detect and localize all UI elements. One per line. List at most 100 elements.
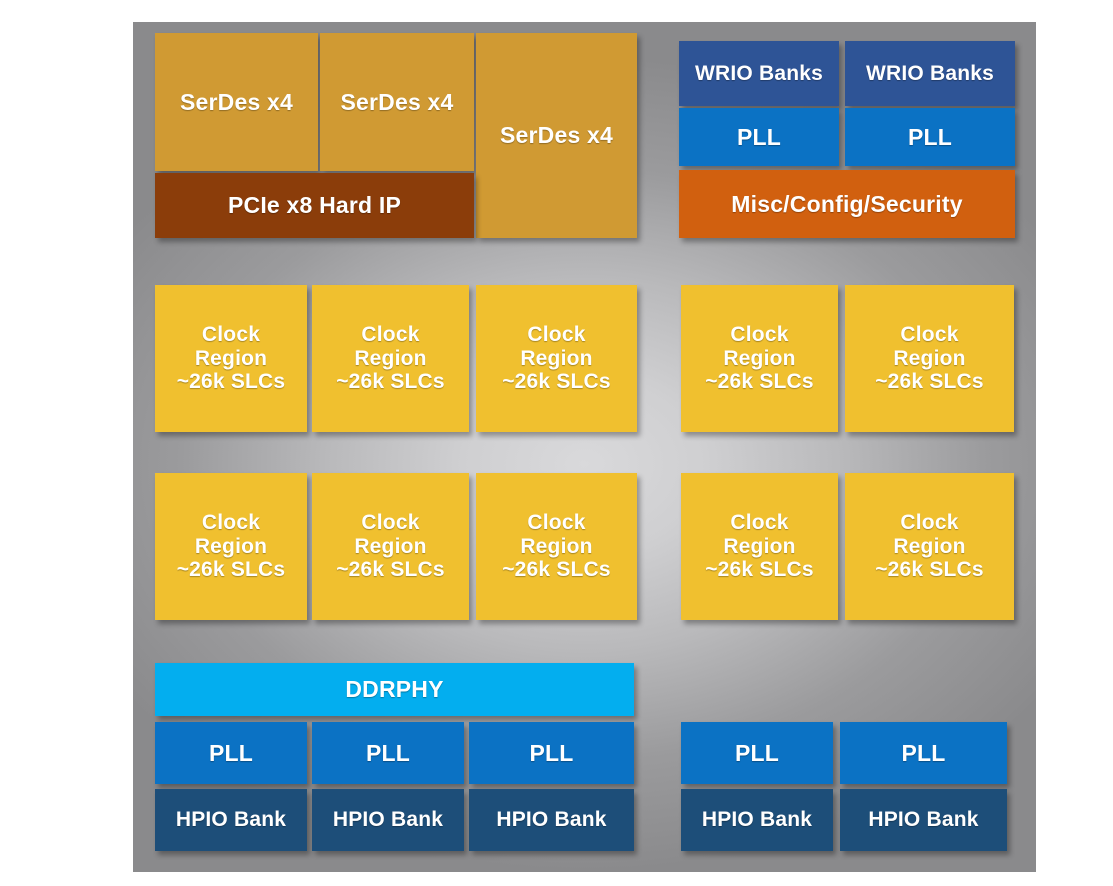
die-block-label-line: Region bbox=[723, 534, 796, 558]
die-block-label-line: ~26k SLCs bbox=[176, 370, 286, 394]
die-block-serdes-2[interactable]: SerDes x4 bbox=[320, 33, 474, 171]
die-block-pll-bl-1[interactable]: PLL bbox=[155, 722, 307, 784]
die-block-label-line: Clock bbox=[361, 510, 420, 534]
die-block-pll-top-2[interactable]: PLL bbox=[845, 108, 1015, 166]
die-block-label: HPIO Bank bbox=[496, 808, 606, 832]
die-block-label: PLL bbox=[366, 740, 410, 766]
die-block-pll-bl-2[interactable]: PLL bbox=[312, 722, 464, 784]
die-block-label-line: WRIO Banks bbox=[694, 61, 824, 85]
die-block-hpio-br-1[interactable]: HPIO Bank bbox=[681, 789, 833, 851]
die-block-label-line: PLL bbox=[365, 739, 411, 766]
die-block-label-line: Region bbox=[520, 534, 593, 558]
die-block-label-line: ~26k SLCs bbox=[176, 558, 286, 582]
die-block-label-line: ~26k SLCs bbox=[336, 558, 445, 582]
die-block-serdes-1[interactable]: SerDes x4 bbox=[155, 33, 318, 171]
die-block-label-line: SerDes x4 bbox=[179, 88, 294, 115]
die-block-label-line: Region bbox=[723, 346, 796, 370]
die-block-label-line: Clock bbox=[900, 510, 959, 534]
die-block-pcie[interactable]: PCIe x8 Hard IP bbox=[155, 173, 474, 238]
die-block-label-line: PCIe x8 Hard IP bbox=[227, 192, 402, 219]
die-block-label-line: Region bbox=[520, 346, 593, 370]
die-block-label: HPIO Bank bbox=[868, 808, 978, 832]
die-block-pll-br-2[interactable]: PLL bbox=[840, 722, 1007, 784]
die-block-wrio-1[interactable]: WRIO Banks bbox=[679, 41, 839, 106]
die-block-hpio-bl-2[interactable]: HPIO Bank bbox=[312, 789, 464, 851]
die-block-label: PLL bbox=[908, 124, 952, 150]
die-block-label: WRIO Banks bbox=[866, 62, 994, 86]
die-block-label-line: Clock bbox=[730, 510, 789, 534]
die-block-label: SerDes x4 bbox=[180, 89, 293, 115]
die-block-label-line: HPIO Bank bbox=[496, 808, 607, 832]
die-block-label-line: ~26k SLCs bbox=[875, 558, 984, 582]
die-block-label-line: DDRPHY bbox=[345, 676, 444, 703]
die-block-label-line: Clock bbox=[201, 322, 261, 346]
die-block-label-line: SerDes x4 bbox=[340, 88, 454, 115]
die-block-label: PLL bbox=[737, 124, 781, 150]
die-block-pll-bl-3[interactable]: PLL bbox=[469, 722, 634, 784]
die-block-label-line: Region bbox=[194, 534, 268, 558]
die-block-label-line: Region bbox=[893, 346, 966, 370]
die-block-hpio-br-2[interactable]: HPIO Bank bbox=[840, 789, 1007, 851]
die-block-label: PLL bbox=[735, 740, 779, 766]
die-block-label: HPIO Bank bbox=[333, 808, 443, 832]
die-block-serdes-3[interactable]: SerDes x4 bbox=[476, 33, 637, 238]
die-block-label-line: Clock bbox=[730, 322, 789, 346]
die-block-label-line: HPIO Bank bbox=[868, 808, 979, 832]
die-block-label-line: Misc/Config/Security bbox=[731, 190, 963, 217]
die-block-label-line: ~26k SLCs bbox=[705, 370, 814, 394]
die-block-label: WRIO Banks bbox=[695, 62, 823, 86]
die-block-label-line: Region bbox=[893, 534, 966, 558]
die-block-label-line: PLL bbox=[907, 123, 953, 150]
die-block-label: PLL bbox=[529, 740, 573, 766]
die-block-label-line: SerDes x4 bbox=[499, 122, 614, 149]
die-block-pll-br-1[interactable]: PLL bbox=[681, 722, 833, 784]
die-block-label: SerDes x4 bbox=[500, 122, 613, 148]
die-block-wrio-2[interactable]: WRIO Banks bbox=[845, 41, 1015, 106]
die-block-label: PLL bbox=[901, 740, 945, 766]
die-block-label-line: ~26k SLCs bbox=[705, 558, 814, 582]
die-block-label-line: PLL bbox=[901, 739, 946, 766]
die-block-label-line: PLL bbox=[208, 739, 254, 766]
die-block-label: SerDes x4 bbox=[340, 89, 453, 115]
die-block-label: HPIO Bank bbox=[702, 808, 812, 832]
die-block-hpio-bl-3[interactable]: HPIO Bank bbox=[469, 789, 634, 851]
die-block-label-line: ~26k SLCs bbox=[336, 370, 445, 394]
die-block-label-line: Clock bbox=[527, 510, 586, 534]
die-block-label-line: PLL bbox=[736, 123, 782, 150]
die-block-label-line: ~26k SLCs bbox=[502, 558, 611, 582]
die-block-ddrphy[interactable]: DDRPHY bbox=[155, 663, 634, 716]
die-block-label-line: WRIO Banks bbox=[865, 61, 995, 85]
die-block-label: Misc/Config/Security bbox=[731, 191, 962, 217]
die-block-label-line: HPIO Bank bbox=[701, 808, 813, 832]
die-block-label-line: PLL bbox=[529, 739, 574, 766]
die-block-label: HPIO Bank bbox=[176, 808, 286, 832]
die-block-label-line: ~26k SLCs bbox=[502, 370, 611, 394]
die-block-label-line: ~26k SLCs bbox=[875, 370, 984, 394]
die-block-pll-top-1[interactable]: PLL bbox=[679, 108, 839, 166]
die-block-label-line: HPIO Bank bbox=[332, 808, 444, 832]
die-block-label-line: Clock bbox=[900, 322, 959, 346]
die-block-hpio-bl-1[interactable]: HPIO Bank bbox=[155, 789, 307, 851]
die-block-misc[interactable]: Misc/Config/Security bbox=[679, 170, 1015, 238]
die-block-label-line: Region bbox=[354, 346, 427, 370]
die-block-label: PCIe x8 Hard IP bbox=[228, 192, 401, 218]
die-block-label-line: Region bbox=[194, 346, 268, 370]
